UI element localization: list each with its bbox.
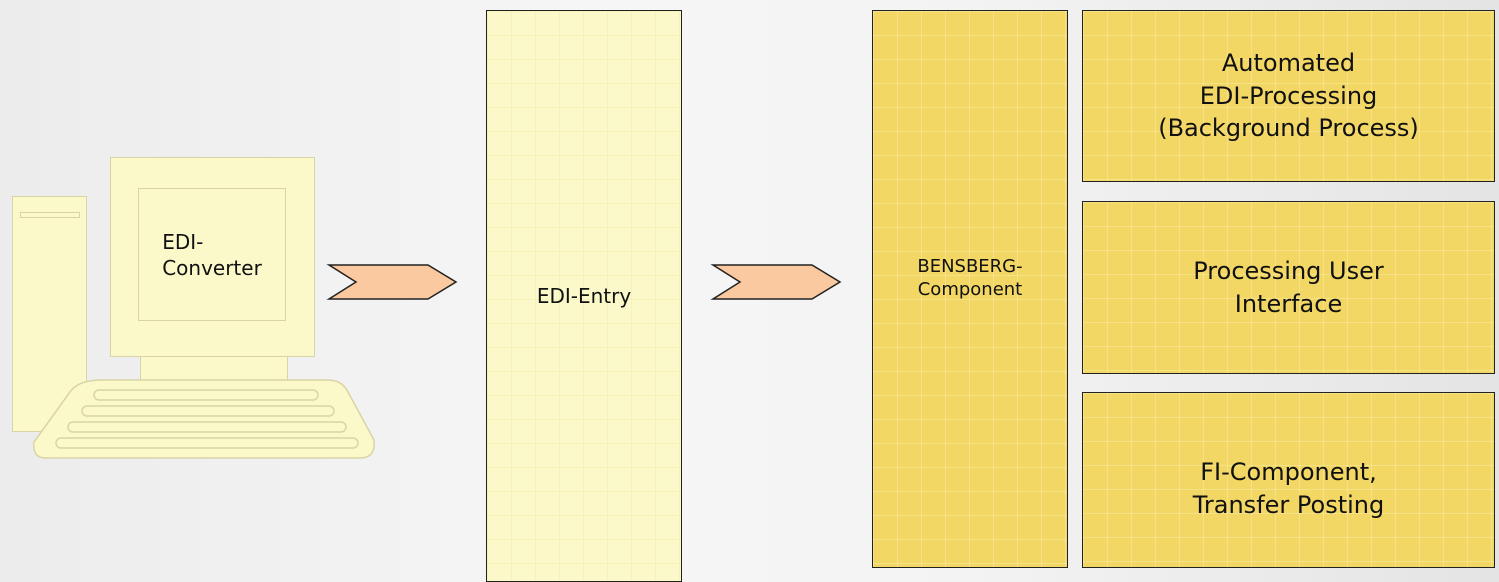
tower-drive-slot	[20, 212, 80, 218]
automated-edi-processing-label: Automated EDI-Processing (Background Pro…	[1158, 49, 1419, 143]
flow-arrow-1	[326, 264, 458, 300]
automated-edi-processing-box: Automated EDI-Processing (Background Pro…	[1082, 10, 1495, 182]
fi-component-box: FI-Component, Transfer Posting	[1082, 392, 1495, 568]
edi-converter-label: EDI- Converter	[162, 229, 262, 280]
monitor-screen: EDI- Converter	[138, 188, 286, 321]
edi-entry-box: EDI-Entry	[486, 10, 682, 582]
edi-entry-label: EDI-Entry	[536, 284, 632, 308]
bensberg-component-label: BENSBERG- Component	[917, 255, 1023, 300]
flow-arrow-2	[710, 264, 842, 300]
processing-user-interface-box: Processing User Interface	[1082, 201, 1495, 374]
processing-user-interface-label: Processing User Interface	[1193, 256, 1384, 318]
computer-keyboard	[33, 379, 375, 459]
fi-component-label: FI-Component, Transfer Posting	[1192, 458, 1385, 519]
bensberg-component-box: BENSBERG- Component	[872, 10, 1068, 568]
